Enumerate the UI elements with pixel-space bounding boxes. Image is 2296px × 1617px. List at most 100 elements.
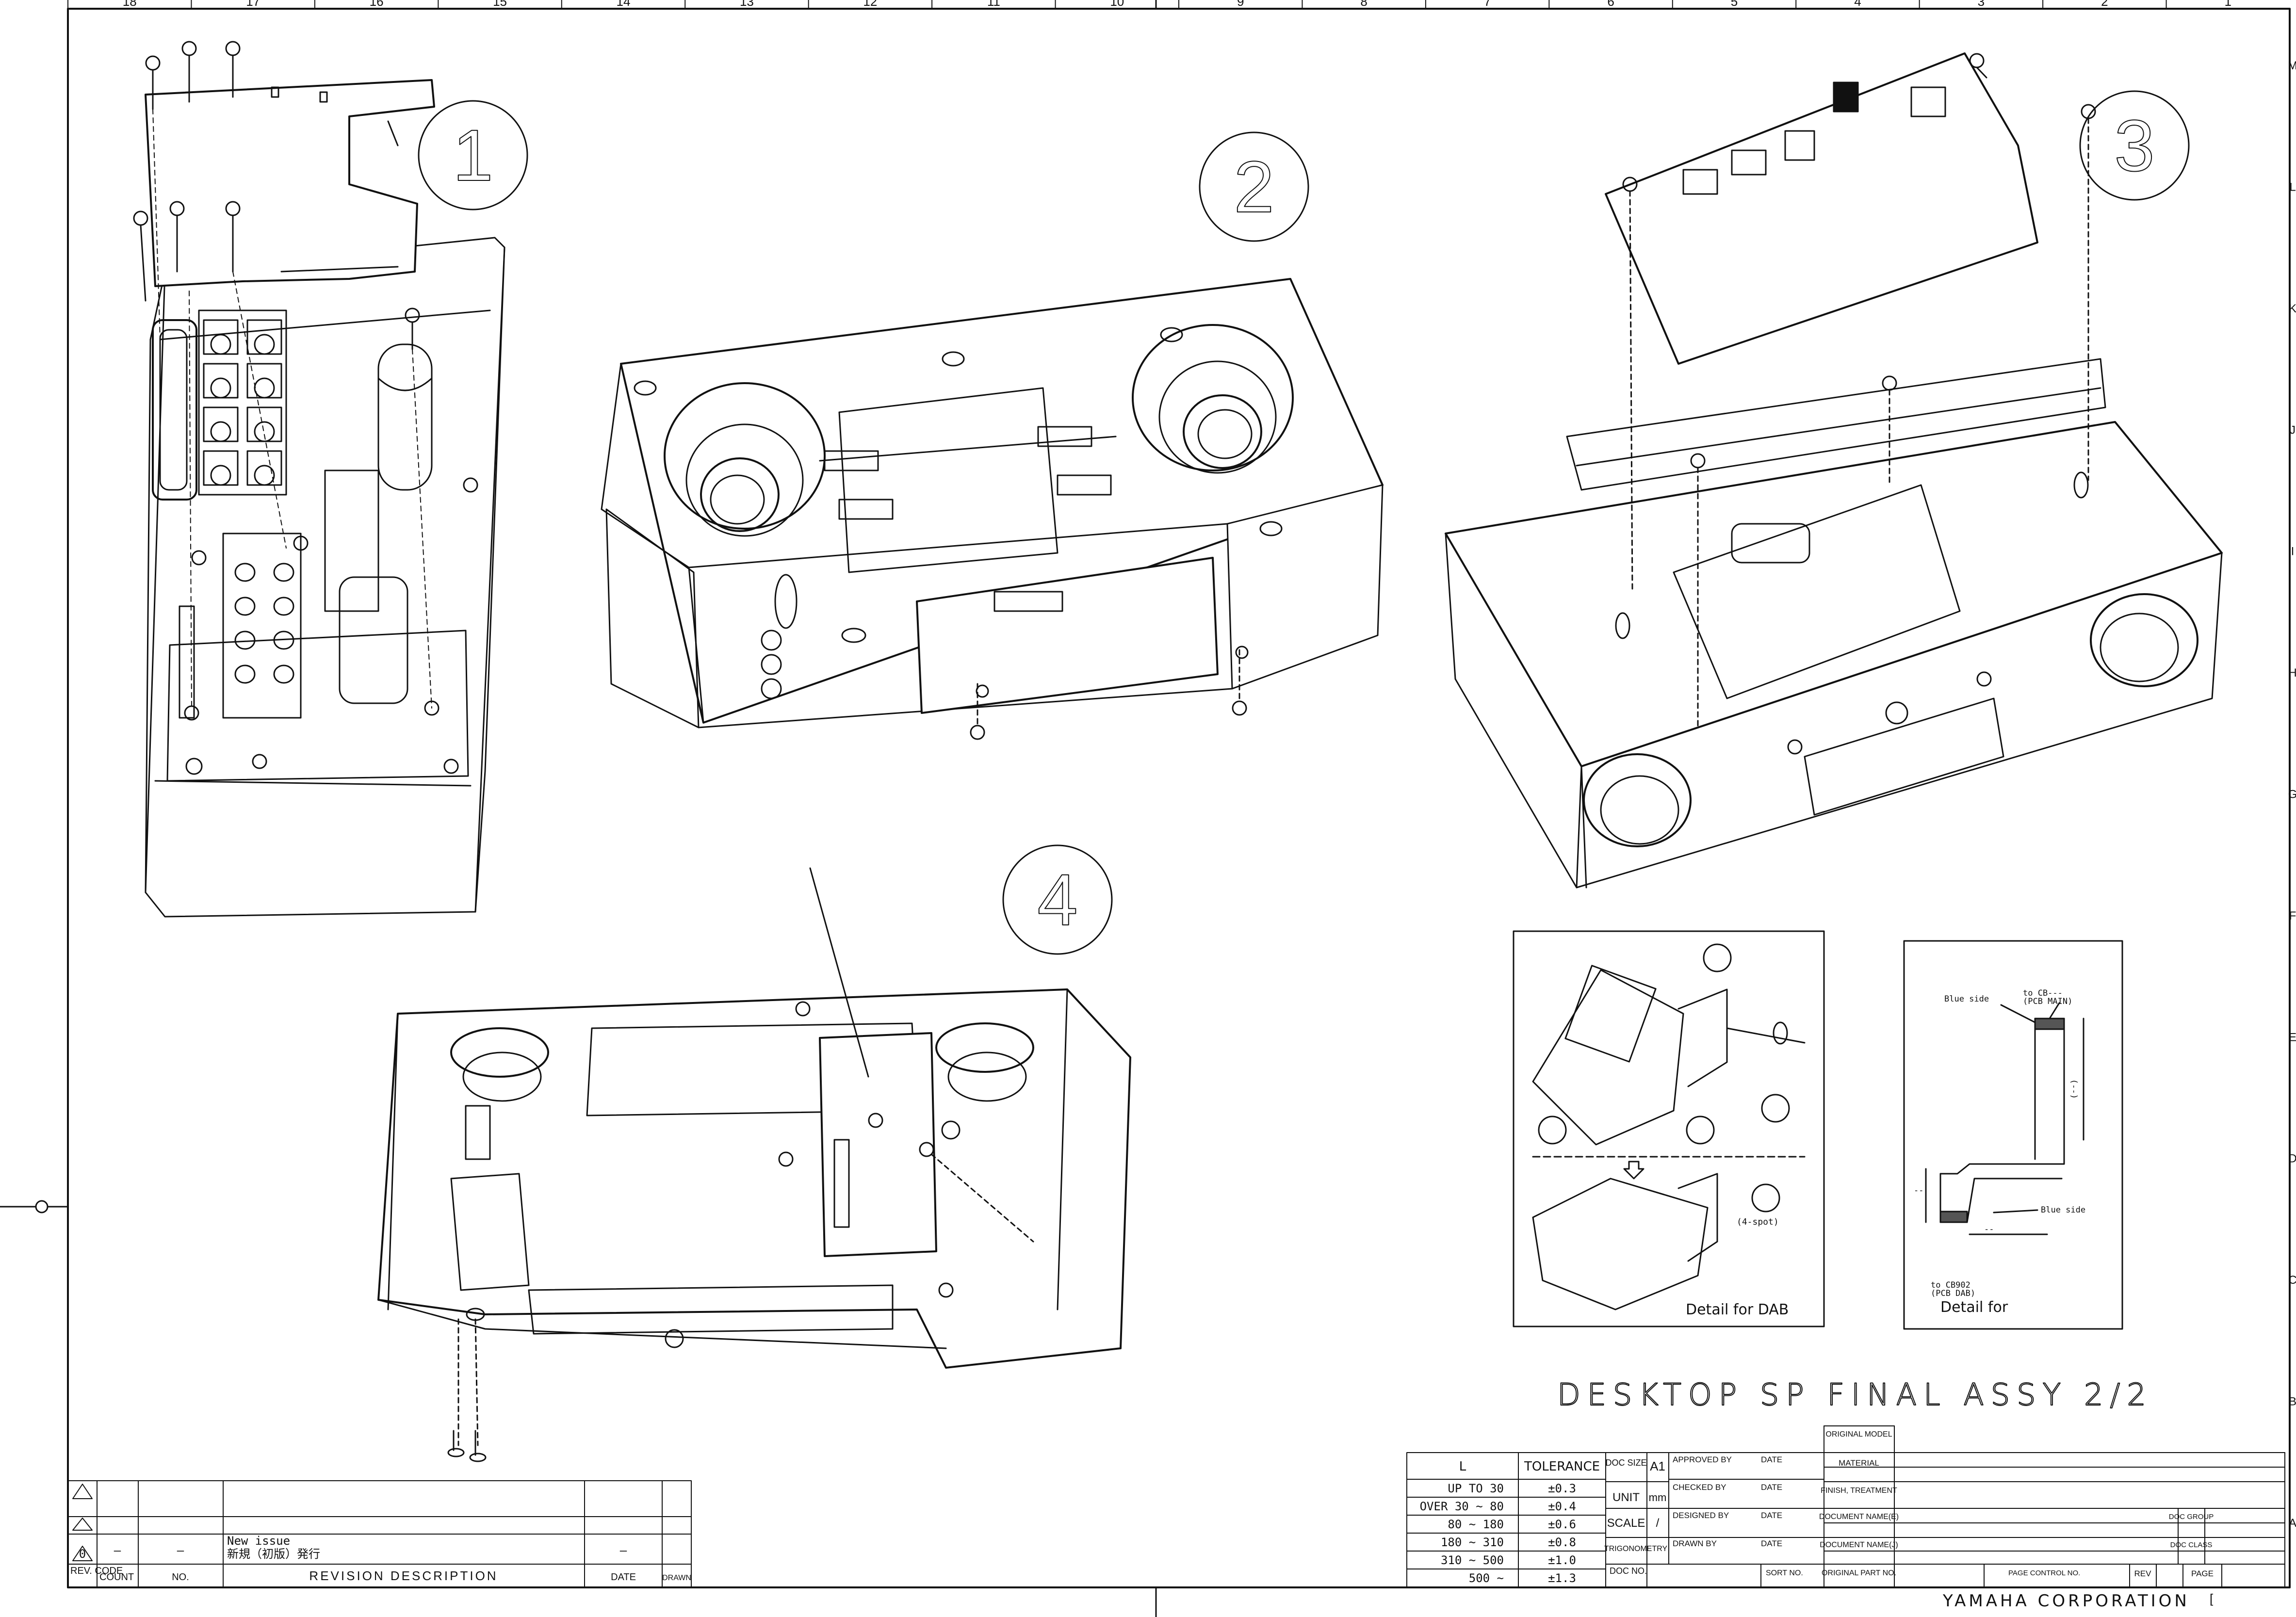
detail-cable-panel: Blue side to CB--- (PCB MAIN) Blue side … [1903,940,2123,1330]
view-2-exploded-assembly: 2 [601,131,1384,740]
unit-label: UNIT [1612,1491,1640,1504]
tolerance-range: OVER 30 ~ 80 [1420,1500,1504,1513]
column-ruler-label: 17 [246,0,260,9]
tolerance-range: 180 ~ 310 [1441,1536,1504,1549]
cable-dim-small: -- [1914,1186,1923,1196]
revision-block: 0 — — New issue 新規（初版）発行 — REV. CODE COU… [67,1480,692,1588]
unit-value: mm [1649,1491,1667,1504]
column-ruler-label: 12 [863,0,877,9]
row-ruler-label: L [2289,181,2296,194]
doc-name-j-label: DOCUMENT NAME(J) [1820,1541,1898,1549]
detail-cable-caption: Detail for [1940,1299,2008,1316]
view-2-callout: 2 [1234,146,1274,227]
detail-dab-panel: (4-spot) Detail for DAB [1513,930,1825,1327]
sort-no-label: SORT NO. [1766,1569,1803,1577]
cable-dim-bottom: -- [1984,1225,1994,1234]
row-ruler-label: K [2289,302,2296,315]
view-1-callout-circle [418,100,528,210]
row-ruler-label: J [2290,423,2296,437]
page-label: PAGE [2191,1569,2214,1578]
tolerance-value: ±1.3 [1548,1571,1576,1585]
designed-by-label: DESIGNED BY [1673,1511,1729,1520]
view-4-callout-circle [1002,844,1113,955]
row-ruler-label: C [2288,1274,2296,1287]
view-3-callout: 3 [2114,105,2154,186]
view-3-callout-circle [2079,90,2190,201]
rev-row-date: — [620,1544,627,1557]
row-ruler-label: H [2288,666,2296,679]
original-part-no-label: ORIGINAL PART NO. [1822,1569,1896,1577]
col-l-header: L [1459,1459,1466,1474]
rev-label: REV [2134,1569,2152,1578]
column-ruler-label: 6 [1607,0,1614,9]
column-ruler-label: 10 [1110,0,1124,9]
scale-label: SCALE [1607,1517,1645,1530]
tolerance-value: ±0.3 [1548,1482,1576,1495]
cable-bottom-side-label: Blue side [2041,1205,2085,1215]
view-1-exploded-assembly: 1 [133,41,528,918]
cable-dim-vertical: (--) [2069,1079,2079,1099]
cable-top-side-label: Blue side [1944,994,1989,1004]
cable-bottom-connector: to CB902 [1931,1280,1970,1290]
column-ruler-label: 16 [370,0,384,9]
doc-size-label: DOC SIZE [1605,1458,1646,1468]
row-ruler-label: E [2289,1031,2296,1044]
view-1-callout: 1 [453,114,493,196]
company-name: YAMAHA CORPORATION [1942,1591,2190,1611]
trigonometry-label: TRIGONOMETRY [1604,1545,1668,1553]
col-tolerance-header: TOLERANCE [1524,1459,1600,1474]
column-ruler-label: 15 [493,0,507,9]
column-ruler-label: 2 [2101,0,2108,9]
drawn-header: DRAWN [662,1574,691,1582]
tolerance-value: ±0.4 [1548,1500,1576,1513]
row-ruler-label: F [2289,909,2296,922]
column-ruler-label: 3 [1978,0,1985,9]
column-ruler-label: 11 [987,0,1000,9]
scale-value: / [1656,1517,1660,1530]
page-number: [ [2210,1591,2214,1606]
drawn-by-label: DRAWN BY [1673,1539,1717,1548]
drawn-date-label: DATE [1761,1539,1782,1548]
sheet-title: DESKTOP SP FINAL ASSY 2/2 [1557,1377,2153,1412]
row-ruler-label: B [2289,1395,2296,1408]
tolerance-range: 310 ~ 500 [1441,1553,1504,1567]
tolerance-range: 80 ~ 180 [1448,1518,1504,1531]
row-ruler-label: D [2288,1152,2296,1165]
page-control-no-label: PAGE CONTROL NO. [2008,1569,2080,1577]
tolerance-value: ±1.0 [1548,1553,1576,1567]
column-ruler-label: 14 [617,0,631,9]
date-header: DATE [611,1572,636,1583]
doc-size-value: A1 [1650,1459,1665,1473]
doc-class-label: DOC CLASS [2170,1541,2213,1549]
column-ruler-label: 7 [1484,0,1491,9]
revision-description-header: REVISION DESCRIPTION [309,1568,498,1583]
checked-date-label: DATE [1761,1483,1782,1492]
finish-treatment-label: FINISH, TREATMENT [1821,1487,1897,1495]
row-ruler-label: G [2288,788,2296,801]
row-ruler-label: M [2288,59,2296,72]
cable-top-connector-sub: (PCB MAIN) [2023,997,2072,1006]
column-ruler-label: 5 [1731,0,1738,9]
cable-bottom-connector-sub: (PCB DAB) [1931,1289,1975,1298]
view-4-callout: 4 [1037,859,1077,940]
row-ruler-label: A [2289,1517,2296,1530]
doc-no-label: DOC NO. [1610,1566,1647,1576]
column-ruler-label: 1 [2225,0,2231,9]
rev-code-header: REV. CODE [70,1566,123,1576]
column-ruler-label: 4 [1854,0,1861,9]
column-ruler-label: 8 [1360,0,1367,9]
rev-row-rev: 0 [79,1547,86,1561]
original-model-label: ORIGINAL MODEL [1825,1430,1892,1439]
rev-row-desc-en: New issue [227,1534,290,1548]
approved-date-label: DATE [1761,1455,1782,1464]
tolerance-range: UP TO 30 [1448,1482,1504,1495]
tolerance-value: ±0.8 [1548,1536,1576,1549]
column-ruler-label: 9 [1237,0,1244,9]
no-header: NO. [172,1572,189,1583]
checked-by-label: CHECKED BY [1673,1483,1726,1492]
count-header: COUNT [99,1572,134,1583]
rev-row-no: — [177,1544,184,1557]
